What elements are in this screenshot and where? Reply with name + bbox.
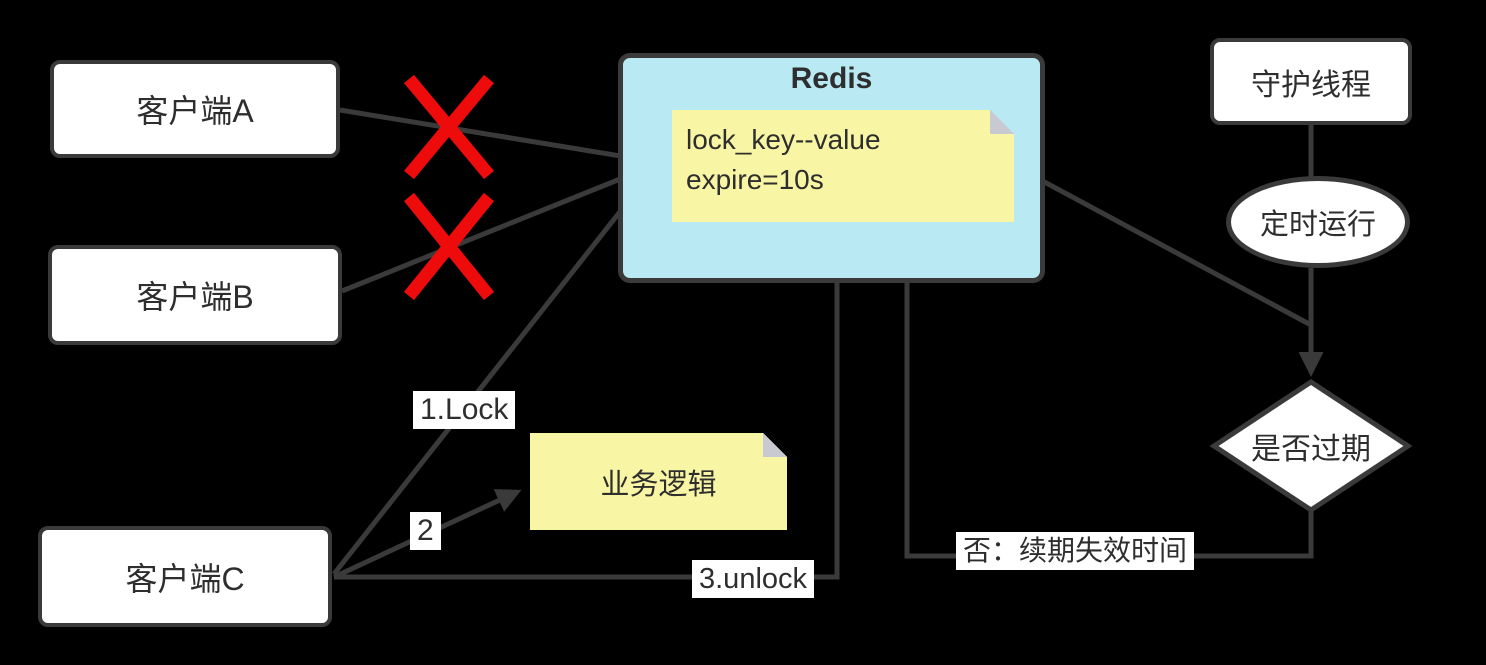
node-timer: 定时运行 bbox=[1226, 176, 1410, 268]
fail-cross-icon-b bbox=[403, 192, 495, 301]
edge-label-renew: 否：续期失效时间 bbox=[956, 532, 1195, 570]
redis-key-line: lock_key--value bbox=[686, 124, 881, 155]
business-logic-label: 业务逻辑 bbox=[600, 468, 717, 501]
edge-label-unlock: 3.unlock bbox=[692, 560, 815, 598]
folded-corner-icon bbox=[990, 110, 1014, 134]
redis-title: Redis bbox=[790, 62, 873, 95]
folded-corner-icon bbox=[763, 433, 787, 457]
edge-label-step2: 2 bbox=[410, 512, 441, 550]
fail-cross-icon-a bbox=[404, 74, 494, 180]
node-redis: Redis lock_key--value expire=10s bbox=[618, 53, 1045, 283]
timer-label: 定时运行 bbox=[1259, 209, 1376, 241]
node-client-a-label: 客户端A bbox=[136, 93, 254, 129]
edge-label-lock: 1.Lock bbox=[413, 391, 516, 429]
edge-client-c-unlock bbox=[334, 220, 850, 580]
edge-client-b-to-redis bbox=[341, 164, 650, 294]
daemon-thread-label: 守护线程 bbox=[1251, 68, 1371, 102]
edge-client-c-lock bbox=[332, 171, 653, 576]
redis-expire-line: expire=10s bbox=[686, 164, 824, 195]
node-client-c-label: 客户端C bbox=[125, 560, 245, 597]
node-client-b: 客户端B bbox=[48, 245, 342, 345]
redis-key-note: lock_key--value expire=10s bbox=[672, 110, 1014, 222]
expire-check-label: 是否过期 bbox=[1251, 433, 1371, 466]
node-client-a: 客户端A bbox=[50, 60, 340, 158]
expire-check-diamond bbox=[1209, 379, 1413, 513]
node-daemon-thread: 守护线程 bbox=[1210, 38, 1412, 125]
node-client-b-label: 客户端B bbox=[136, 279, 254, 315]
node-business-logic: 业务逻辑 bbox=[530, 433, 787, 530]
node-client-c: 客户端C bbox=[38, 526, 332, 627]
edge-client-a-to-redis bbox=[339, 107, 650, 170]
edge-redis-to-check bbox=[1007, 160, 1313, 328]
